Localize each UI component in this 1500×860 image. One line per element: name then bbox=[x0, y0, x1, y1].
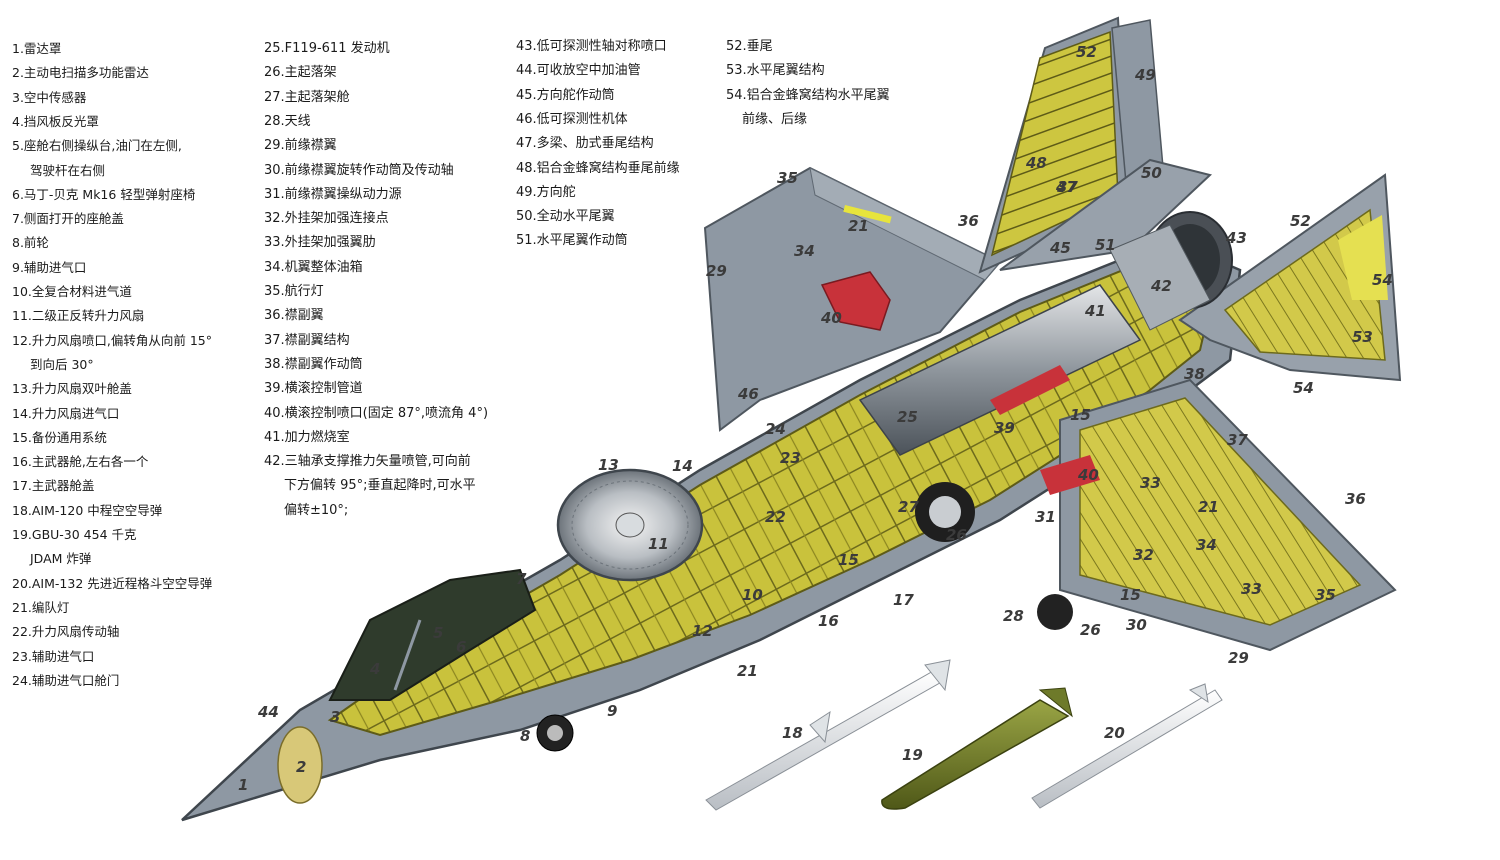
callout-1: 1 bbox=[238, 776, 248, 794]
callout-23: 23 bbox=[780, 449, 801, 467]
callout-21: 21 bbox=[1198, 498, 1219, 516]
right-wing-structure bbox=[1079, 397, 1362, 626]
engine-icon bbox=[858, 284, 1142, 495]
callout-16: 16 bbox=[818, 612, 839, 630]
horizontal-tail-left bbox=[999, 158, 1213, 271]
callout-29: 29 bbox=[1228, 649, 1249, 667]
callout-6: 6 bbox=[456, 638, 466, 656]
callout-40: 40 bbox=[820, 309, 842, 327]
missile-icon bbox=[705, 659, 1223, 811]
canopy-frame bbox=[393, 619, 422, 691]
callout-26: 26 bbox=[1080, 621, 1101, 639]
callout-4: 4 bbox=[369, 660, 380, 678]
callout-7: 7 bbox=[516, 570, 527, 588]
callout-15: 15 bbox=[1120, 586, 1141, 604]
callout-33: 33 bbox=[1140, 474, 1161, 492]
callout-44: 44 bbox=[257, 703, 279, 721]
callout-21: 21 bbox=[848, 217, 869, 235]
callout-37: 37 bbox=[1227, 431, 1248, 449]
callout-30: 30 bbox=[1126, 616, 1147, 634]
callout-10: 10 bbox=[742, 586, 763, 604]
callout-31: 31 bbox=[1035, 508, 1056, 526]
callout-45: 45 bbox=[1049, 239, 1071, 257]
callout-36: 36 bbox=[958, 212, 979, 230]
cockpit-canopy bbox=[328, 568, 537, 701]
callout-18: 18 bbox=[782, 724, 803, 742]
callout-34: 34 bbox=[794, 242, 815, 260]
callout-15: 15 bbox=[838, 551, 859, 569]
callout-54: 54 bbox=[1293, 379, 1314, 397]
lift-fan-icon bbox=[556, 468, 704, 582]
wheel-icon bbox=[536, 482, 1073, 752]
callout-20: 20 bbox=[1104, 724, 1125, 742]
callout-13: 13 bbox=[598, 456, 619, 474]
callout-47: 47 bbox=[1055, 178, 1077, 196]
callout-48: 48 bbox=[1025, 154, 1047, 172]
callout-21: 21 bbox=[737, 662, 758, 680]
roll-control-nozzle bbox=[820, 271, 891, 331]
callout-8: 8 bbox=[520, 727, 530, 745]
callout-3: 3 bbox=[330, 708, 340, 726]
callout-25: 25 bbox=[897, 408, 918, 426]
callout-51: 51 bbox=[1095, 236, 1116, 254]
callout-12: 12 bbox=[692, 622, 713, 640]
callout-52: 52 bbox=[1076, 43, 1097, 61]
callout-37: 37 bbox=[1057, 178, 1078, 196]
callout-49: 49 bbox=[1134, 66, 1156, 84]
callout-39: 39 bbox=[994, 419, 1015, 437]
left-wing-flap bbox=[809, 167, 1001, 281]
callout-34: 34 bbox=[1196, 536, 1217, 554]
callout-5: 5 bbox=[433, 624, 443, 642]
callout-15: 15 bbox=[1070, 406, 1091, 424]
callout-32: 32 bbox=[1133, 546, 1154, 564]
radar-dish bbox=[277, 726, 323, 804]
callout-46: 46 bbox=[737, 385, 759, 403]
callout-9: 9 bbox=[607, 702, 617, 720]
callout-29: 29 bbox=[706, 262, 727, 280]
horizontal-tail-leading-edge bbox=[1338, 215, 1388, 300]
callout-28: 28 bbox=[1003, 607, 1024, 625]
callout-27: 27 bbox=[898, 498, 919, 516]
callout-52: 52 bbox=[1290, 212, 1311, 230]
callout-43: 43 bbox=[1225, 229, 1247, 247]
callout-40: 40 bbox=[1077, 466, 1099, 484]
callout-35: 35 bbox=[777, 169, 798, 187]
callout-33: 33 bbox=[1241, 580, 1262, 598]
callout-36: 36 bbox=[1345, 490, 1366, 508]
callout-42: 42 bbox=[1150, 277, 1172, 295]
callout-54: 54 bbox=[1372, 271, 1393, 289]
callout-53: 53 bbox=[1352, 328, 1373, 346]
callout-24: 24 bbox=[765, 420, 786, 438]
bomb-icon bbox=[881, 687, 1073, 810]
callout-2: 2 bbox=[296, 758, 306, 776]
callout-35: 35 bbox=[1315, 586, 1336, 604]
callout-14: 14 bbox=[672, 457, 693, 475]
callout-26: 26 bbox=[946, 526, 967, 544]
callout-38: 38 bbox=[1184, 365, 1205, 383]
callout-41: 41 bbox=[1084, 302, 1106, 320]
callout-19: 19 bbox=[902, 746, 923, 764]
callout-11: 11 bbox=[648, 535, 669, 553]
left-wing-formation-light bbox=[843, 205, 892, 224]
callout-50: 50 bbox=[1141, 164, 1162, 182]
engine-nozzle bbox=[1109, 211, 1233, 331]
callout-22: 22 bbox=[765, 508, 786, 526]
callout-17: 17 bbox=[893, 591, 914, 609]
